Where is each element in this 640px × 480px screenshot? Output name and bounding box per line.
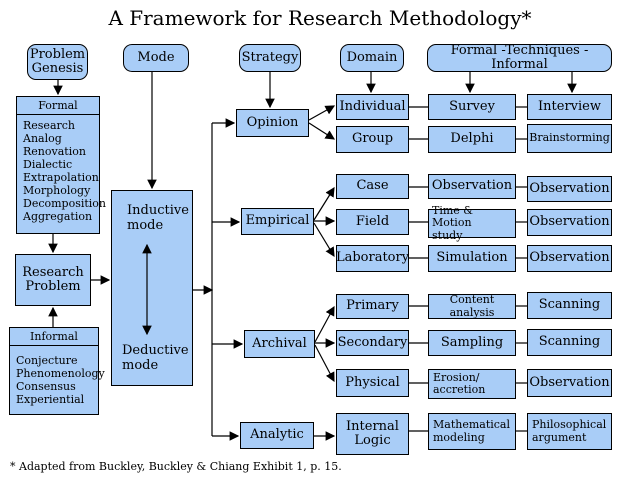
formal-item: Morphology bbox=[23, 184, 91, 197]
domain-group: Group bbox=[336, 126, 409, 153]
formal-technique-mathematical-modeling: Mathematical modeling bbox=[428, 413, 516, 450]
formal-technique-observation: Observation bbox=[428, 174, 516, 199]
domain-internal-logic: Internal Logic bbox=[336, 413, 409, 455]
formal-technique-simulation: Simulation bbox=[428, 245, 516, 272]
informal-item: Phenomenology bbox=[16, 367, 105, 380]
research-problem-box: Research Problem bbox=[15, 254, 91, 306]
formal-item: Decomposition bbox=[23, 197, 107, 210]
informal-technique-observation: Observation bbox=[527, 369, 612, 397]
diagram-title: A Framework for Research Methodology* bbox=[108, 6, 532, 30]
informal-technique-observation: Observation bbox=[527, 245, 612, 272]
formal-technique-delphi: Delphi bbox=[428, 126, 516, 153]
header-strategy: Strategy bbox=[239, 44, 301, 72]
header-domain: Domain bbox=[340, 44, 404, 72]
formal-technique-content-analysis: Content analysis bbox=[428, 294, 516, 319]
domain-physical: Physical bbox=[336, 369, 409, 397]
informal-technique-observation: Observation bbox=[527, 209, 612, 236]
informal-item: Experiential bbox=[16, 393, 85, 406]
informal-list: Conjecture Phenomenology Consensus Exper… bbox=[9, 345, 105, 415]
strategy-archival: Archival bbox=[244, 330, 315, 358]
formal-item: Extrapolation bbox=[23, 171, 99, 184]
informal-item: Consensus bbox=[16, 380, 76, 393]
informal-item: Conjecture bbox=[16, 354, 78, 367]
domain-individual: Individual bbox=[336, 94, 409, 120]
strategy-empirical: Empirical bbox=[241, 208, 314, 235]
header-techniques: Formal -Techniques -Informal bbox=[427, 43, 612, 72]
domain-field: Field bbox=[336, 209, 409, 235]
formal-technique-erosion-accretion: Erosion/ accretion bbox=[428, 369, 516, 399]
header-problem-genesis: Problem Genesis bbox=[27, 44, 88, 80]
mode-box bbox=[111, 190, 193, 386]
formal-item: Dialectic bbox=[23, 158, 73, 171]
strategy-analytic: Analytic bbox=[240, 422, 314, 449]
informal-technique-observation: Observation bbox=[527, 176, 612, 202]
formal-item: Aggregation bbox=[23, 210, 93, 223]
informal-technique-brainstorming: Brainstorming bbox=[527, 124, 612, 153]
informal-technique-philosophical-argument: Philosophical argument bbox=[527, 413, 612, 450]
domain-primary: Primary bbox=[336, 294, 409, 319]
domain-case: Case bbox=[336, 174, 409, 199]
deductive-mode-label: Deductive mode bbox=[122, 343, 189, 373]
formal-technique-sampling: Sampling bbox=[428, 330, 516, 356]
strategy-opinion: Opinion bbox=[236, 109, 309, 137]
inductive-mode-label: Inductive mode bbox=[127, 203, 189, 233]
formal-item: Research bbox=[23, 119, 76, 132]
formal-item: Analog bbox=[23, 132, 62, 145]
domain-secondary: Secondary bbox=[336, 330, 409, 356]
informal-technique-scanning: Scanning bbox=[527, 329, 612, 356]
domain-laboratory: Laboratory bbox=[336, 245, 409, 272]
formal-list: Research Analog Renovation Dialectic Ext… bbox=[16, 114, 107, 234]
informal-technique-interview: Interview bbox=[527, 94, 612, 120]
informal-technique-scanning: Scanning bbox=[527, 292, 612, 319]
footnote: * Adapted from Buckley, Buckley & Chiang… bbox=[10, 460, 342, 473]
header-mode: Mode bbox=[123, 44, 189, 72]
formal-item: Renovation bbox=[23, 145, 86, 158]
formal-technique-survey: Survey bbox=[428, 94, 516, 120]
